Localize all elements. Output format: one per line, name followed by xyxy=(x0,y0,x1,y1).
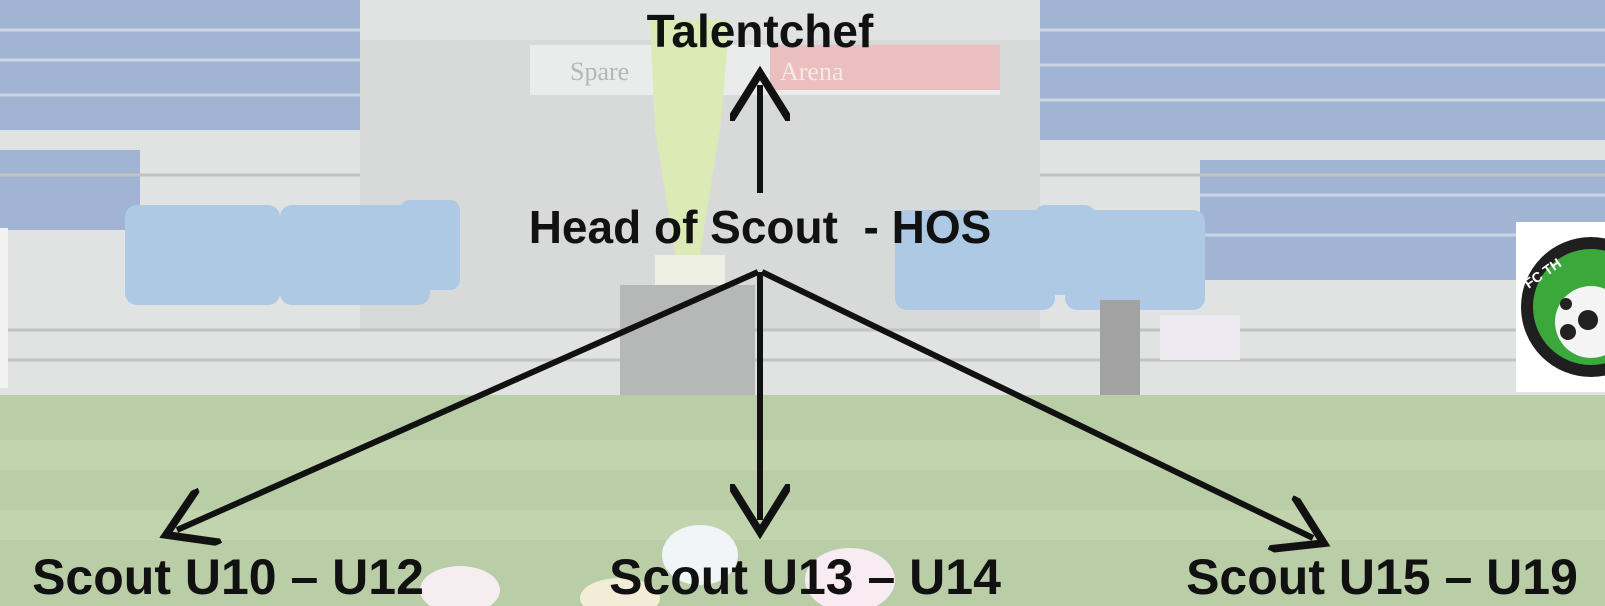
signage-text: Arena xyxy=(780,57,844,86)
node-scout-u13-u14: Scout U13 – U14 xyxy=(609,549,1001,605)
footballs xyxy=(420,525,895,606)
sponsor-banner xyxy=(770,45,1000,90)
node-scout-u10-u12: Scout U10 – U12 xyxy=(32,549,424,605)
pitch xyxy=(0,395,1605,606)
arrow-to-scout-u10-u12 xyxy=(177,269,760,530)
arrow-to-scout-u15-u19 xyxy=(760,269,1313,538)
stand-seats-right xyxy=(1040,0,1605,280)
trophy xyxy=(650,20,730,285)
dugout-right xyxy=(895,205,1205,310)
dugout-left xyxy=(125,200,460,305)
left-edge-card xyxy=(0,228,8,388)
node-head-of-scout: Head of Scout - HOS xyxy=(528,201,992,253)
node-scout-u15-u19: Scout U15 – U19 xyxy=(1186,549,1578,605)
signage-text: Spare xyxy=(570,57,629,86)
node-talentchef: Talentchef xyxy=(646,5,874,57)
club-logo: FC TH xyxy=(1516,222,1605,392)
stand-seats-left xyxy=(0,0,360,230)
